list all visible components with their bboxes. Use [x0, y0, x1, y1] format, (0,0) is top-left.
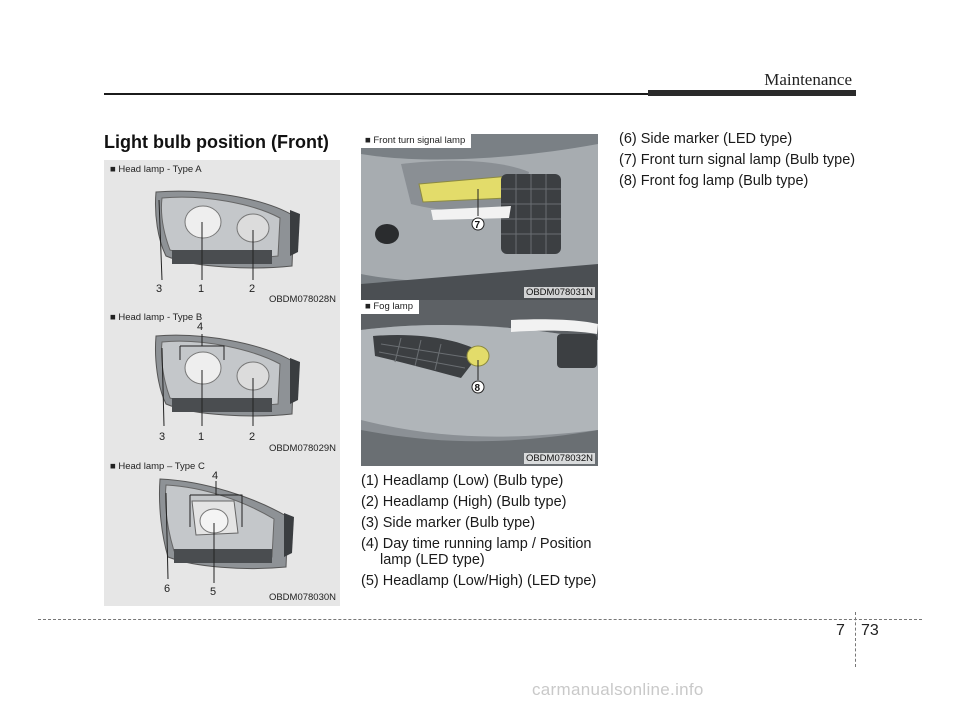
footer-rule: [38, 619, 922, 620]
fog-lamp-photo: 8 ■ Fog lamp OBDM078032N: [361, 300, 598, 466]
callout-3: 3: [159, 431, 165, 443]
bulb-list-right: (6) Side marker (LED type) (7) Front tur…: [619, 130, 864, 191]
panel-label: ■ Head lamp - Type B: [110, 312, 203, 323]
callout-1: 1: [198, 431, 204, 443]
panel-label: ■ Head lamp - Type A: [110, 164, 202, 175]
panel-code: OBDM078029N: [268, 443, 336, 454]
header-bar: [648, 90, 856, 96]
callout-2: 2: [249, 283, 255, 295]
footer-divider: [855, 612, 856, 667]
list-item: (7) Front turn signal lamp (Bulb type): [619, 152, 856, 168]
headlamp-type-a-panel: 3 1 2 ■ Head lamp - Type A OBDM078028N: [104, 160, 340, 308]
headlamp-type-c-illustration: 4 6 5: [159, 470, 294, 598]
callout-4: 4: [197, 321, 203, 333]
callout-8: 8: [475, 383, 481, 394]
panel-code: OBDM078030N: [268, 592, 336, 603]
headlamp-type-b-panel: 4 3 1 2 ■ Head lamp - Type B OBDM078029N: [104, 308, 340, 457]
photo-label: ■ Front turn signal lamp: [361, 134, 472, 148]
list-item: (6) Side marker (LED type): [619, 131, 793, 147]
page-number: 73: [861, 622, 879, 639]
callout-6: 6: [164, 583, 170, 595]
list-item: (2) Headlamp (High) (Bulb type): [361, 494, 567, 510]
headlamp-type-b-illustration: 4 3 1 2: [155, 321, 300, 443]
callout-5: 5: [210, 586, 216, 598]
list-item: (4) Day time running lamp / Position: [361, 536, 592, 552]
list-item: (8) Front fog lamp (Bulb type): [619, 173, 809, 189]
list-item: (5) Headlamp (Low/High) (LED type): [361, 573, 597, 589]
header-rule: [104, 93, 856, 95]
callout-3: 3: [156, 283, 162, 295]
photo-label: ■ Fog lamp: [361, 300, 419, 314]
front-turn-signal-photo: 7 ■ Front turn signal lamp OBDM078031N: [361, 134, 598, 300]
callout-7: 7: [475, 220, 481, 231]
callout-4: 4: [212, 470, 218, 482]
list-item: (3) Side marker (Bulb type): [361, 515, 536, 531]
bulb-list-left: (1) Headlamp (Low) (Bulb type) (2) Headl…: [361, 472, 601, 591]
photo-code: OBDM078031N: [523, 287, 595, 298]
list-item: (1) Headlamp (Low) (Bulb type): [361, 473, 564, 489]
page-title: Light bulb position (Front): [104, 132, 329, 152]
section-title: Maintenance: [764, 70, 852, 89]
front-bumper-illustration: 7: [361, 134, 598, 300]
list-item-continuation: lamp (LED type): [380, 552, 485, 568]
headlamp-type-c-panel: 4 6 5 ■ Head lamp – Type C OBDM078030N: [104, 457, 340, 606]
fog-lamp-illustration: 8: [361, 300, 598, 466]
watermark: carmanualsonline.info: [532, 680, 704, 699]
panel-code: OBDM078028N: [268, 294, 336, 305]
callout-2: 2: [249, 431, 255, 443]
photo-code: OBDM078032N: [523, 453, 595, 464]
panel-label: ■ Head lamp – Type C: [110, 461, 205, 472]
chapter-number: 7: [836, 622, 845, 639]
callout-1: 1: [198, 283, 204, 295]
headlamp-type-a-illustration: 3 1 2: [155, 190, 300, 295]
